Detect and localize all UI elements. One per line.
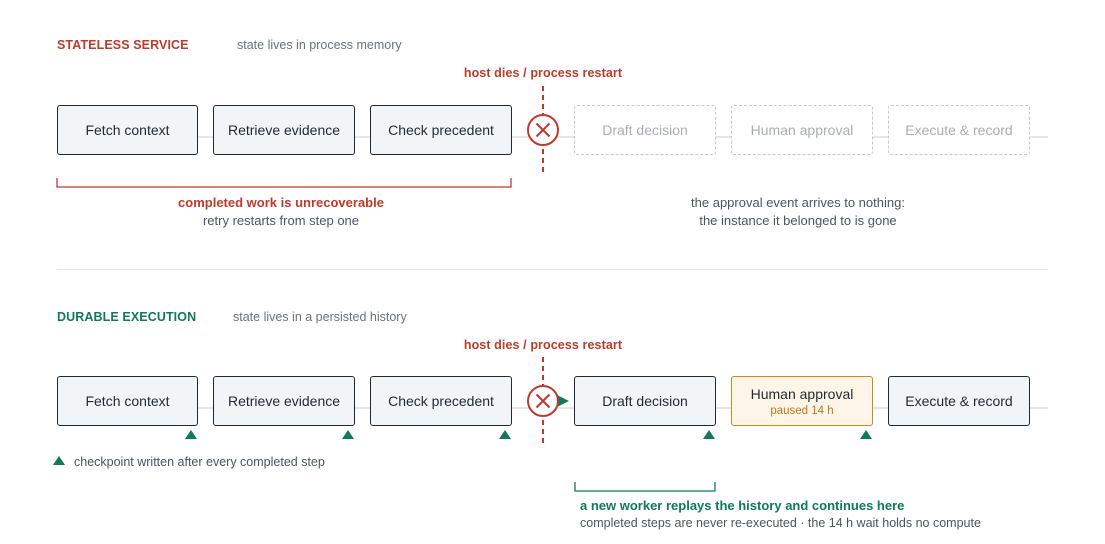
durable-section-subtitle: state lives in a persisted history (233, 310, 407, 324)
lost-work-note-title: completed work is unrecoverable (178, 195, 384, 210)
stateless-step-execute-record: Execute & record (888, 105, 1030, 155)
checkpoint-triangle-icon (185, 430, 197, 439)
checkpoint-triangle-icon (860, 430, 872, 439)
step-label: Fetch context (85, 122, 170, 138)
step-label: Check precedent (388, 393, 494, 409)
checkpoint-triangle-icon (342, 430, 354, 439)
checkpoint-triangle-icon (53, 456, 65, 465)
step-label: Human approval (750, 122, 854, 138)
resume-arrow-icon (557, 395, 569, 407)
lost-work-bracket (56, 178, 512, 188)
step-label: Execute & record (905, 122, 1013, 138)
approval-note-line-1: the approval event arrives to nothing: (691, 195, 905, 210)
step-label: Draft decision (602, 122, 688, 138)
crash-x-icon (527, 114, 559, 146)
stateless-step-check-precedent: Check precedent (370, 105, 512, 155)
stateless-section-title: STATELESS SERVICE (57, 38, 189, 52)
stateless-step-human-approval: Human approval (731, 105, 873, 155)
durable-section-title: DURABLE EXECUTION (57, 310, 197, 324)
step-label: Execute & record (905, 393, 1013, 409)
checkpoint-triangle-icon (499, 430, 511, 439)
durable-step-execute-record: Execute & record (888, 376, 1030, 426)
stateless-crash-label: host dies / process restart (463, 66, 623, 80)
durable-step-fetch-context: Fetch context (57, 376, 198, 426)
stateless-step-retrieve-evidence: Retrieve evidence (213, 105, 355, 155)
paused-duration-label: paused 14 h (770, 404, 834, 417)
durable-crash-label: host dies / process restart (463, 338, 623, 352)
step-label: Check precedent (388, 122, 494, 138)
step-label: Fetch context (85, 393, 170, 409)
durable-step-check-precedent: Check precedent (370, 376, 512, 426)
step-label: Retrieve evidence (227, 122, 341, 138)
step-label: Human approval (750, 385, 854, 402)
durable-step-draft-decision: Draft decision (574, 376, 716, 426)
lost-work-note-subtitle: retry restarts from step one (202, 213, 360, 228)
step-label: Retrieve evidence (227, 393, 341, 409)
stateless-step-fetch-context: Fetch context (57, 105, 198, 155)
approval-note-line-2: the instance it belonged to is gone (699, 213, 897, 228)
stateless-section-subtitle: state lives in process memory (237, 38, 402, 52)
resume-note-title: a new worker replays the history and con… (580, 498, 905, 513)
durable-step-human-approval: Human approval paused 14 h (731, 376, 873, 426)
section-divider (57, 269, 1048, 270)
crash-x-icon (527, 385, 559, 417)
resume-bracket (574, 482, 716, 492)
resume-note-subtitle: completed steps are never re-executed · … (580, 516, 981, 530)
step-label: Draft decision (602, 393, 688, 409)
stateless-step-draft-decision: Draft decision (574, 105, 716, 155)
checkpoint-legend: checkpoint written after every completed… (74, 455, 325, 469)
checkpoint-triangle-icon (703, 430, 715, 439)
durable-step-retrieve-evidence: Retrieve evidence (213, 376, 355, 426)
